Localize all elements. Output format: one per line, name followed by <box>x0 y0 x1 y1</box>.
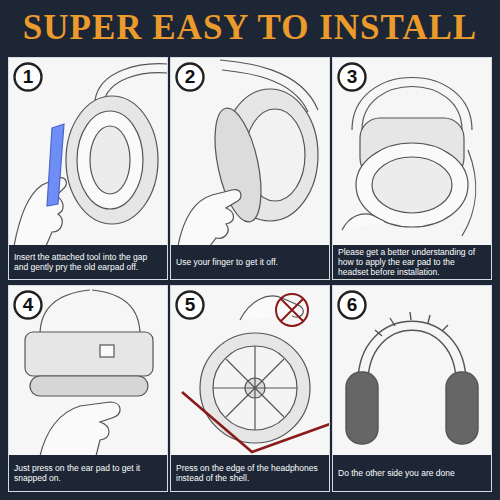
caption-strip: Please get a better understanding of how… <box>333 245 491 279</box>
step-caption: Insert the attached tool into the gap an… <box>14 252 162 272</box>
panel-background <box>8 285 168 456</box>
edge-marker <box>182 392 330 452</box>
step-number-circle: 5 <box>175 290 205 320</box>
pry-illustration <box>14 64 168 246</box>
ear-pad-inner <box>90 126 130 194</box>
hand <box>40 402 120 456</box>
panel-background <box>170 57 330 246</box>
step-panel: Press on the edge of the headphones inst… <box>170 285 330 492</box>
ear-pad <box>346 372 378 444</box>
caption-strip: Insert the attached tool into the gap an… <box>9 245 167 279</box>
ear-pad <box>356 143 468 227</box>
panel-background <box>332 285 492 456</box>
step-caption: Just press on the ear pad to get it snap… <box>14 463 162 483</box>
ear-cup <box>200 333 310 443</box>
step-number: 4 <box>13 290 43 320</box>
spokes <box>213 346 297 430</box>
caption-strip: Press on the edge of the headphones inst… <box>171 455 329 491</box>
panel-background <box>170 285 330 456</box>
wrong-cross <box>281 299 303 321</box>
step-number: 3 <box>337 62 367 92</box>
step-number-circle: 2 <box>175 62 205 92</box>
done-illustration <box>346 312 478 444</box>
step-panel: Insert the attached tool into the gap an… <box>8 57 168 280</box>
ear-pad <box>77 111 143 209</box>
step-number-circle: 6 <box>337 290 367 320</box>
caption-strip: Just press on the ear pad to get it snap… <box>9 455 167 491</box>
step-caption: Please get a better understanding of how… <box>338 247 486 277</box>
panel-background <box>332 57 492 246</box>
step-number-circle: 1 <box>13 62 43 92</box>
caption-strip: Do the other side you are done <box>333 455 491 491</box>
ear-cup <box>66 96 158 224</box>
ear-cup <box>25 332 153 376</box>
wrong-marker <box>276 294 308 326</box>
step-panel: Just press on the ear pad to get it snap… <box>8 285 168 492</box>
hand <box>178 190 241 246</box>
step-number: 1 <box>13 62 43 92</box>
press-illustration <box>182 294 330 452</box>
step-caption: Press on the edge of the headphones inst… <box>176 463 324 483</box>
headband <box>368 330 456 385</box>
step-number-circle: 4 <box>13 290 43 320</box>
pad-fit-illustration <box>342 78 476 237</box>
step-caption: Use your finger to get it off. <box>176 257 278 267</box>
step-number: 6 <box>337 290 367 320</box>
headband <box>40 290 90 335</box>
step-panel: Do the other side you are done 6 <box>332 285 492 492</box>
hand <box>240 296 303 320</box>
ear-pad <box>446 372 478 444</box>
step-panel: Use your finger to get it off. 2 <box>170 57 330 280</box>
headband-ribs <box>375 312 448 336</box>
caption-strip: Use your finger to get it off. <box>171 245 329 279</box>
snap-illustration <box>25 290 153 456</box>
step-caption: Do the other side you are done <box>338 468 455 478</box>
headband <box>358 321 466 385</box>
pry-tool <box>47 124 64 206</box>
step-number-circle: 3 <box>337 62 367 92</box>
hand <box>342 214 386 230</box>
step-number: 5 <box>175 290 205 320</box>
mic-boom <box>462 150 476 236</box>
button <box>100 345 114 357</box>
panel-background <box>8 57 168 246</box>
page-title: SUPER EASY TO INSTALL <box>0 8 500 48</box>
step-number: 2 <box>175 62 205 92</box>
headband <box>92 290 140 335</box>
ear-pad <box>30 376 148 396</box>
ear-pad-inner <box>372 157 452 213</box>
step-panel: Please get a better understanding of how… <box>332 57 492 280</box>
cup-shell <box>213 346 297 430</box>
